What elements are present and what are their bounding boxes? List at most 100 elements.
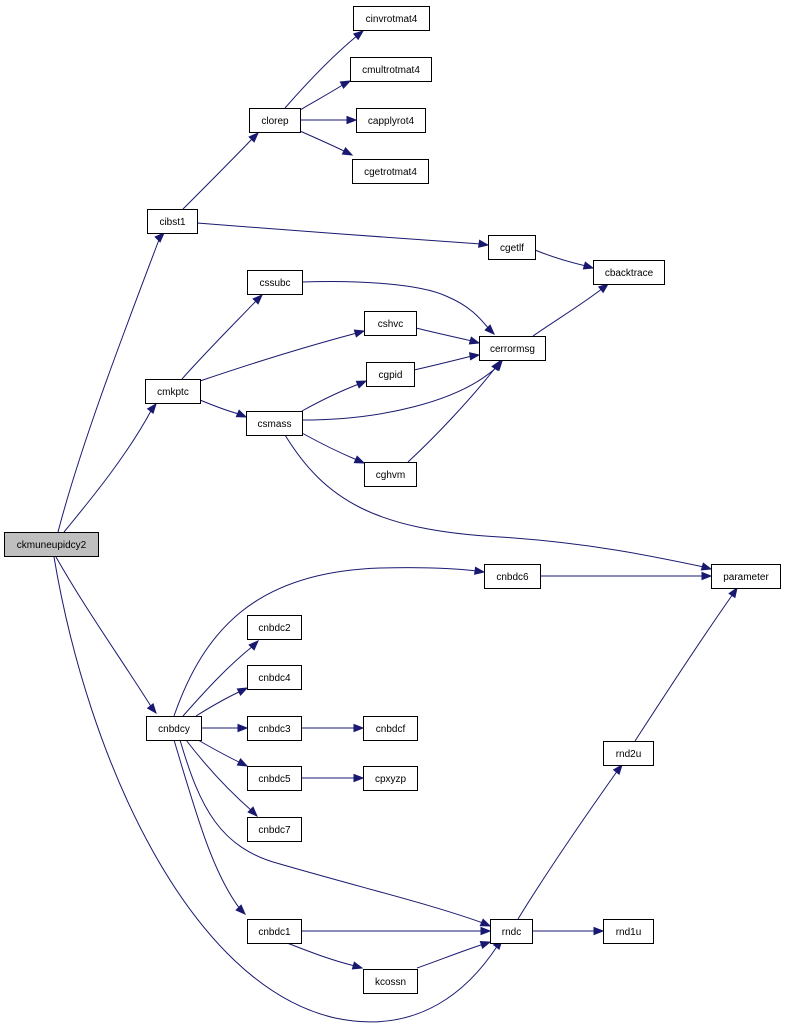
node-cmultrotmat4[interactable]: cmultrotmat4	[350, 57, 432, 82]
arrowhead-icon	[346, 115, 358, 125]
node-cnbdc7[interactable]: cnbdc7	[247, 817, 302, 842]
edge-line	[197, 739, 242, 764]
edge-line	[173, 567, 478, 717]
node-cnbdc6[interactable]: cnbdc6	[484, 564, 541, 589]
arrowhead-icon	[236, 757, 249, 767]
node-box	[249, 108, 301, 133]
node-label: cmkptc	[157, 387, 189, 398]
node-cnbdc4[interactable]: cnbdc4	[247, 665, 302, 690]
node-box	[247, 615, 302, 640]
node-cnbdcf[interactable]: cnbdcf	[363, 716, 418, 741]
node-parameter[interactable]: parameter	[711, 564, 781, 589]
node-cinvrotmat4[interactable]: cinvrotmat4	[353, 6, 430, 31]
node-box	[146, 716, 202, 741]
edge-line	[195, 690, 242, 717]
node-box	[364, 311, 417, 336]
edge-line	[634, 593, 734, 742]
node-box	[4, 532, 99, 557]
node-cgpid[interactable]: cgpid	[366, 362, 415, 387]
edge-cssubc-to-cerrormsg	[301, 281, 495, 335]
edge-line	[55, 556, 153, 709]
node-cnbdc3[interactable]: cnbdc3	[247, 716, 302, 741]
node-box	[350, 57, 432, 82]
edge-cnbdcy-to-cnbdc1	[173, 739, 246, 915]
node-cmkptc[interactable]: cmkptc	[145, 379, 201, 404]
edge-line	[416, 943, 485, 969]
node-label: rnd2u	[616, 749, 642, 760]
edge-cnbdc1-to-rndc	[301, 926, 492, 936]
edge-line	[196, 222, 482, 245]
arrowhead-icon	[480, 926, 492, 936]
edge-ckmuneupidcy2-to-cnbdcy	[55, 556, 157, 715]
node-cpxyzp[interactable]: cpxyzp	[363, 766, 418, 791]
node-box	[490, 919, 533, 944]
node-label: parameter	[723, 572, 769, 583]
arrowhead-icon	[353, 773, 365, 783]
node-cshvc[interactable]: cshvc	[364, 311, 417, 336]
node-label: cnbdcy	[158, 724, 190, 735]
node-box	[247, 766, 302, 791]
node-capplyrot4[interactable]: capplyrot4	[356, 108, 426, 133]
edge-line	[199, 332, 358, 382]
node-box	[363, 969, 418, 994]
node-label: cghvm	[376, 470, 405, 481]
edge-clorep-to-cgetrotmat4	[299, 130, 354, 156]
arrowhead-icon	[597, 283, 610, 294]
node-rnd1u[interactable]: rnd1u	[603, 919, 654, 944]
node-cgetlf[interactable]: cgetlf	[488, 235, 536, 260]
arrowhead-icon	[353, 329, 366, 338]
edge-cnbdc5-to-cpxyzp	[301, 773, 365, 783]
node-box	[145, 379, 201, 404]
node-cibst1[interactable]: cibst1	[147, 209, 198, 234]
arrowhead-icon	[235, 409, 248, 418]
node-label: cmultrotmat4	[362, 65, 420, 76]
arrowhead-icon	[352, 30, 365, 41]
arrowhead-icon	[237, 723, 249, 733]
edge-line	[53, 556, 499, 1023]
arrowhead-icon	[353, 455, 366, 464]
edge-cibst1-to-clorep	[182, 132, 259, 210]
edge-line	[182, 645, 254, 717]
node-ckmuneupidcy2[interactable]: ckmuneupidcy2	[4, 532, 99, 557]
node-clorep[interactable]: clorep	[249, 108, 301, 133]
node-label: ckmuneupidcy2	[17, 540, 87, 551]
node-cssubc[interactable]: cssubc	[247, 270, 303, 295]
edge-ckmuneupidcy2-to-cibst1	[57, 232, 165, 533]
edge-cnbdcy-to-cnbdc5	[197, 739, 249, 767]
edge-csmass-to-cgpid	[301, 380, 368, 412]
edge-line	[532, 287, 604, 337]
node-label: cnbdc1	[258, 927, 291, 938]
edge-line	[173, 739, 241, 910]
arrowhead-icon	[473, 566, 486, 575]
node-label: cgpid	[379, 370, 403, 381]
node-box	[247, 270, 303, 295]
node-cgetrotmat4[interactable]: cgetrotmat4	[352, 159, 429, 184]
node-cnbdc1[interactable]: cnbdc1	[247, 919, 302, 944]
edge-clorep-to-cinvrotmat4	[284, 30, 365, 109]
node-label: cbacktrace	[605, 268, 654, 279]
node-box	[352, 159, 429, 184]
node-label: cibst1	[159, 217, 186, 228]
arrowhead-icon	[728, 586, 738, 599]
node-kcossn[interactable]: kcossn	[363, 969, 418, 994]
node-label: cnbdc6	[496, 572, 529, 583]
arrowhead-icon	[341, 146, 354, 156]
node-cnbdc5[interactable]: cnbdc5	[247, 766, 302, 791]
node-rndc[interactable]: rndc	[490, 919, 533, 944]
node-cbacktrace[interactable]: cbacktrace	[593, 260, 665, 285]
node-cnbdc2[interactable]: cnbdc2	[247, 615, 302, 640]
node-rnd2u[interactable]: rnd2u	[603, 741, 654, 766]
node-box	[603, 919, 654, 944]
node-label: csmass	[258, 419, 292, 430]
node-box	[603, 741, 654, 766]
node-label: cpxyzp	[375, 774, 407, 785]
edge-line	[286, 942, 356, 967]
node-cerrormsg[interactable]: cerrormsg	[479, 336, 546, 361]
node-box	[593, 260, 665, 285]
node-csmass[interactable]: csmass	[246, 411, 303, 436]
node-cghvm[interactable]: cghvm	[364, 462, 417, 487]
node-box	[247, 817, 302, 842]
node-cnbdcy[interactable]: cnbdcy	[146, 716, 202, 741]
node-label: cnbdc5	[258, 774, 291, 785]
